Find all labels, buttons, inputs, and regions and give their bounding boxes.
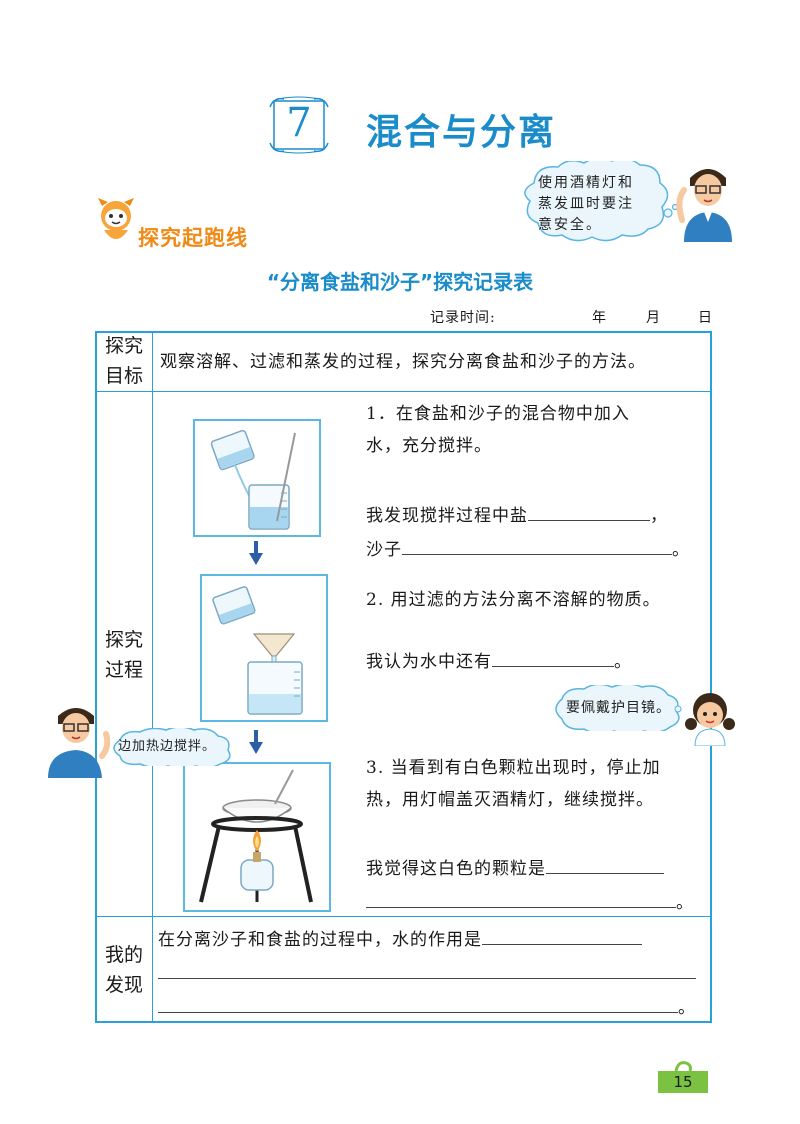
speech-cloud-top (524, 161, 678, 242)
arrow-down-1-icon (249, 541, 263, 565)
blank-sand[interactable] (402, 534, 672, 555)
blank-water-contains[interactable] (492, 646, 614, 667)
table-border-left (95, 331, 97, 1023)
arrow-down-2-icon (249, 730, 263, 754)
figure-pour-water (193, 419, 321, 537)
step3-text: 3. 当看到有白色颗粒出现时，停止加 热，用灯帽盖灭酒精灯，继续搅拌。 (366, 758, 661, 810)
lesson-number: 7 (286, 100, 312, 146)
step3-feel-line-2: 。 (366, 887, 694, 919)
teacher-left-icon (48, 708, 110, 778)
blank-salt[interactable] (528, 500, 650, 521)
record-day-label: 日 (698, 310, 712, 326)
girl-icon (685, 693, 735, 746)
blank-water-role-2[interactable] (158, 958, 696, 979)
speech-teacher-top: 使用酒精灯和 蒸发皿时要注 意安全。 (538, 175, 634, 233)
page-number-tag (658, 1061, 708, 1093)
blank-water-role[interactable] (482, 924, 642, 945)
step1-sand-line: 沙子。 (366, 534, 690, 566)
finding-line-1: 在分离沙子和食盐的过程中，水的作用是 (158, 924, 642, 956)
finding-line-2 (158, 958, 696, 990)
speech-cloud-girl (555, 685, 682, 731)
record-month-label: 月 (646, 310, 660, 326)
table-border-top (95, 331, 712, 333)
blank-particle-continued[interactable] (366, 887, 676, 908)
speech-cloud-left (113, 728, 231, 766)
row-header-process: 探究 过程 (104, 629, 143, 681)
table-border-right (710, 331, 712, 1023)
speech-girl: 要佩戴护目镜。 (566, 700, 671, 716)
mascot-icon (98, 198, 134, 239)
blank-water-role-3[interactable] (158, 992, 678, 1013)
step1-finding-line: 我发现搅拌过程中盐， (366, 500, 668, 532)
table-row-divider-2 (95, 916, 712, 917)
record-year-label: 年 (592, 310, 606, 326)
step2-text: 2. 用过滤的方法分离不溶解的物质。 (366, 590, 661, 610)
page-number: 15 (673, 1073, 693, 1091)
record-time-label: 记录时间: (430, 310, 496, 326)
section-label: 探究起跑线 (138, 226, 248, 250)
finding-line-3: 。 (158, 992, 696, 1024)
table-title: “分离食盐和沙子”探究记录表 (266, 270, 534, 294)
step3-feel-line: 我觉得这白色的颗粒是 (366, 853, 664, 885)
blank-particle[interactable] (546, 853, 664, 874)
step1-text: 1．在食盐和沙子的混合物中加入 水，充分搅拌。 (366, 404, 630, 456)
figure-filtration (200, 574, 328, 722)
row-header-finding: 我的 发现 (104, 944, 143, 996)
table-column-divider (152, 331, 153, 1023)
table-row-divider-1 (95, 391, 712, 392)
figure-evaporation (183, 762, 331, 912)
table-border-bottom (95, 1021, 712, 1023)
chapter-title: 混合与分离 (366, 112, 557, 153)
speech-teacher-left: 边加热边搅拌。 (118, 739, 217, 754)
row-header-goal: 探究 目标 (104, 335, 143, 387)
goal-content: 观察溶解、过滤和蒸发的过程，探究分离食盐和沙子的方法。 (160, 352, 646, 372)
teacher-icon (676, 169, 732, 242)
step2-think-line: 我认为水中还有。 (366, 646, 632, 678)
lesson-number-frame (269, 96, 329, 154)
